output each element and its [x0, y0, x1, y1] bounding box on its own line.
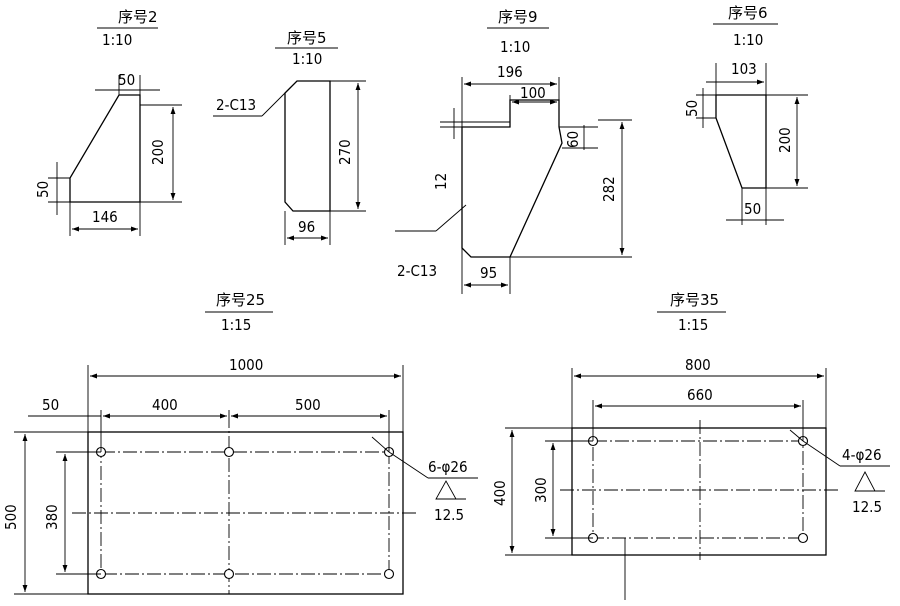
part-6-drawing: 序号6 1:10 103 50 200 50 [683, 4, 808, 225]
part-35-hole [797, 532, 809, 544]
part-9-dim-12: 12 [432, 173, 450, 190]
part-25-dim-1000: 1000 [229, 356, 263, 374]
part-25-hole [383, 568, 395, 580]
part-9-title: 序号9 [498, 8, 538, 26]
part-5-title: 序号5 [287, 29, 327, 47]
part-5-outline [284, 80, 331, 212]
part-25-hole [223, 568, 235, 580]
part-6-outline [715, 94, 767, 189]
part-25-roughness-value: 12.5 [434, 506, 464, 524]
part-25-title: 序号25 [216, 291, 265, 309]
part-25-dim-500: 500 [295, 396, 321, 414]
part-6-dim-bottom: 50 [744, 200, 761, 218]
part-35-dim-800: 800 [685, 356, 711, 374]
part-2-dim-left: 50 [34, 181, 52, 198]
part-35-roughness-value: 12.5 [852, 498, 882, 516]
part-6-dim-top: 103 [731, 60, 757, 78]
part-2-outline [69, 94, 141, 203]
part-25-dim-500-height: 500 [2, 504, 20, 530]
part-5-dim-width: 96 [298, 218, 315, 236]
part-25-dim-50: 50 [42, 396, 59, 414]
part-2-scale: 1:10 [102, 31, 132, 49]
part-25-dim-400: 400 [152, 396, 178, 414]
part-6-dim-right: 200 [776, 127, 794, 153]
part-35-dim-660: 660 [687, 386, 713, 404]
part-35-dim-400: 400 [491, 480, 509, 506]
part-9-dim-95: 95 [480, 264, 497, 282]
part-25-roughness-symbol [435, 480, 466, 500]
part-9-outline [461, 99, 563, 258]
part-5-scale: 1:10 [292, 50, 322, 68]
part-35-dim-300: 300 [532, 477, 550, 503]
part-9-dim-196: 196 [497, 63, 523, 81]
part-9-scale: 1:10 [500, 38, 530, 56]
part-2-dim-right: 200 [149, 139, 167, 165]
part-2-dim-bottom: 146 [92, 208, 118, 226]
part-6-dim-left: 50 [683, 100, 701, 117]
part-9-dim-282: 282 [600, 176, 618, 202]
part-25-plate-outline [87, 431, 404, 595]
part-9-chamfer-label: 2-C13 [397, 262, 437, 280]
part-9-dim-100: 100 [520, 84, 546, 102]
part-5-chamfer-label: 2-C13 [216, 96, 256, 114]
part-35-scale: 1:15 [678, 316, 708, 334]
part-2-dim-top: 50 [118, 71, 135, 89]
part-2-title: 序号2 [118, 8, 158, 26]
part-9-drawing: 序号9 1:10 196 100 12 60 282 95 [395, 8, 632, 294]
part-25-scale: 1:15 [221, 316, 251, 334]
part-6-title: 序号6 [728, 4, 768, 22]
part-25-hole [223, 446, 235, 458]
part-35-hole-pattern [592, 440, 804, 539]
part-35-title: 序号35 [670, 291, 719, 309]
part-6-scale: 1:10 [733, 31, 763, 49]
part-2-drawing: 序号2 1:10 50 200 50 146 [34, 8, 182, 236]
part-35-roughness-symbol [854, 471, 885, 492]
part-5-dim-height: 270 [336, 139, 354, 165]
part-25-hole-callout: 6-φ26 [428, 458, 468, 476]
part-5-drawing: 序号5 1:10 270 96 2-C13 [213, 29, 366, 245]
part-35-plate-outline [571, 427, 827, 556]
part-35-hole-callout: 4-φ26 [842, 446, 882, 464]
part-25-dim-380: 380 [43, 504, 61, 530]
part-9-dim-60: 60 [564, 131, 582, 148]
part-35-drawing: 序号35 1:15 800 660 400 300 [491, 291, 890, 600]
part-25-drawing: 序号25 1:15 1000 50 400 500 500 [2, 291, 478, 595]
